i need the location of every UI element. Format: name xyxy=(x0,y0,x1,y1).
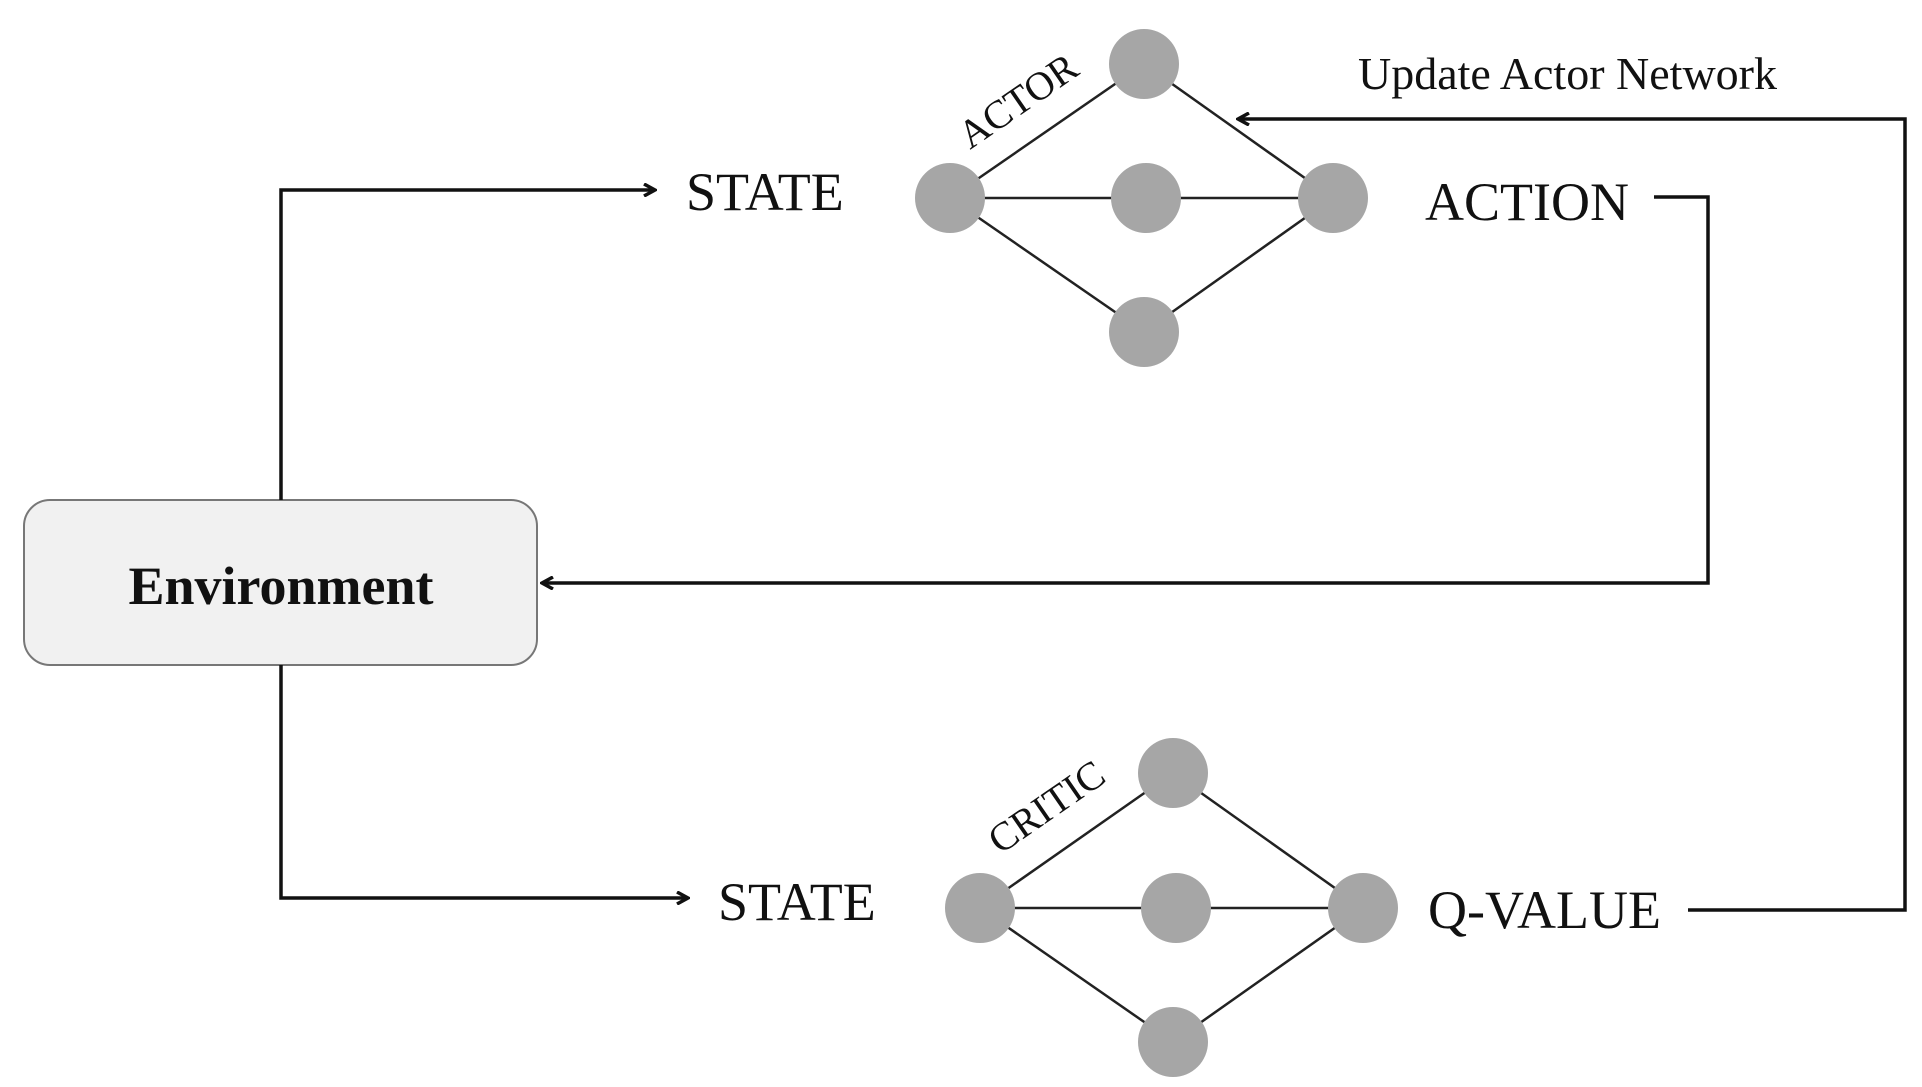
actor-edge xyxy=(1143,196,1334,334)
critic-input-node xyxy=(945,873,1015,943)
critic-hidden-node-middle xyxy=(1141,873,1211,943)
env-to-critic-state-arrow xyxy=(279,665,688,898)
environment-node: Environment xyxy=(23,499,538,666)
environment-label: Environment xyxy=(128,556,433,616)
actor-edge xyxy=(949,196,1145,334)
actor-hidden-node-top xyxy=(1109,29,1179,99)
critic-edge xyxy=(1172,906,1364,1044)
critic-edge xyxy=(1172,771,1364,910)
critic-tag: CRITIC xyxy=(980,751,1113,862)
update-actor-network-label: Update Actor Network xyxy=(1358,48,1777,99)
actor-edge xyxy=(949,62,1145,200)
critic-edge xyxy=(979,906,1174,1044)
critic-output-node xyxy=(1328,873,1398,943)
critic-hidden-node-top xyxy=(1138,738,1208,808)
critic-state-label: STATE xyxy=(718,872,876,932)
qvalue-to-actor-update-arrow xyxy=(1238,119,1907,912)
critic-edge xyxy=(979,771,1174,910)
actor-hidden-node-middle xyxy=(1111,163,1181,233)
actor-network: ACTOR xyxy=(915,29,1368,367)
critic-network: CRITIC xyxy=(945,738,1398,1077)
action-to-environment-arrow xyxy=(542,195,1710,583)
actor-tag: ACTOR xyxy=(950,44,1087,158)
action-label: ACTION xyxy=(1425,172,1629,232)
critic-hidden-node-bottom xyxy=(1138,1007,1208,1077)
actor-edge xyxy=(1143,62,1334,200)
actor-output-node xyxy=(1298,163,1368,233)
actor-input-node xyxy=(915,163,985,233)
actor-state-label: STATE xyxy=(686,162,844,222)
env-to-actor-state-arrow xyxy=(279,190,655,500)
actor-hidden-node-bottom xyxy=(1109,297,1179,367)
q-value-label: Q-VALUE xyxy=(1428,880,1661,940)
